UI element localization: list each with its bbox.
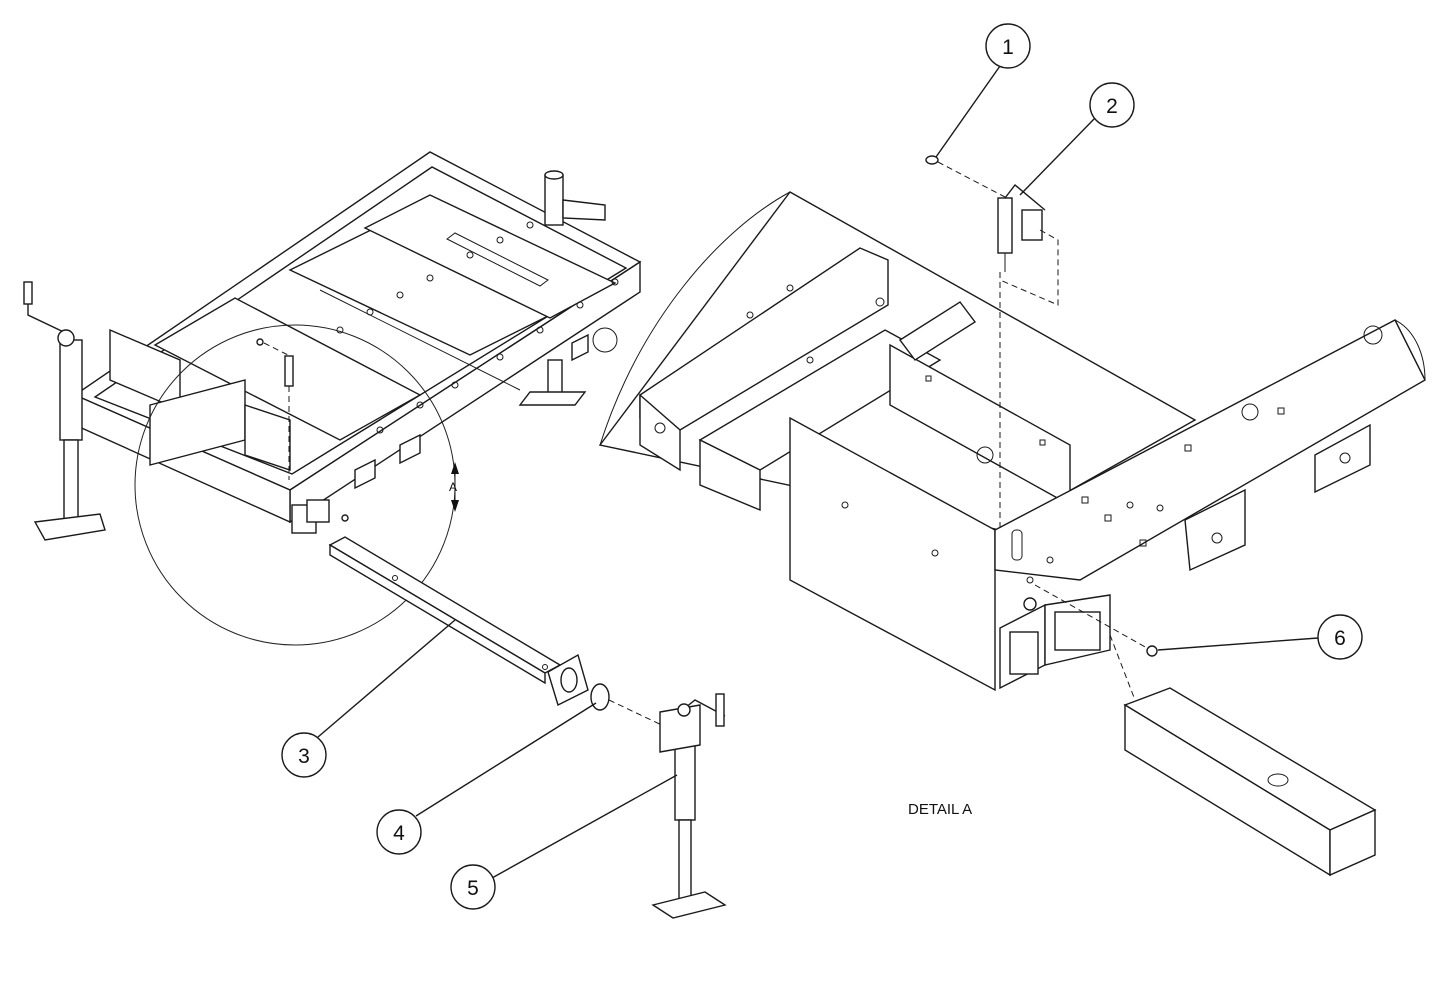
detail-a-view [598,155,1426,877]
balloon-5-label: 5 [467,877,479,900]
balloon-2: 2 [1019,82,1135,196]
part-5-jack [651,693,727,919]
trailer-frame-assembly [23,151,642,541]
balloon-3-label: 3 [298,745,310,768]
detail-a-marker-label: A [449,480,457,494]
part-3-tube [328,536,589,706]
balloon-6-label: 6 [1334,627,1346,650]
balloon-1: 1 [935,23,1031,158]
detail-a-marker: A [449,462,459,512]
balloon-5: 5 [450,774,678,910]
detail-a-caption: DETAIL A [908,801,972,818]
balloon-1-label: 1 [1002,36,1014,59]
balloon-4: 4 [376,702,597,855]
part-4-ring [590,683,610,711]
balloon-3: 3 [281,619,456,778]
balloon-6: 6 [1157,614,1363,660]
balloon-4-label: 4 [393,822,405,845]
balloon-2-label: 2 [1106,95,1118,118]
